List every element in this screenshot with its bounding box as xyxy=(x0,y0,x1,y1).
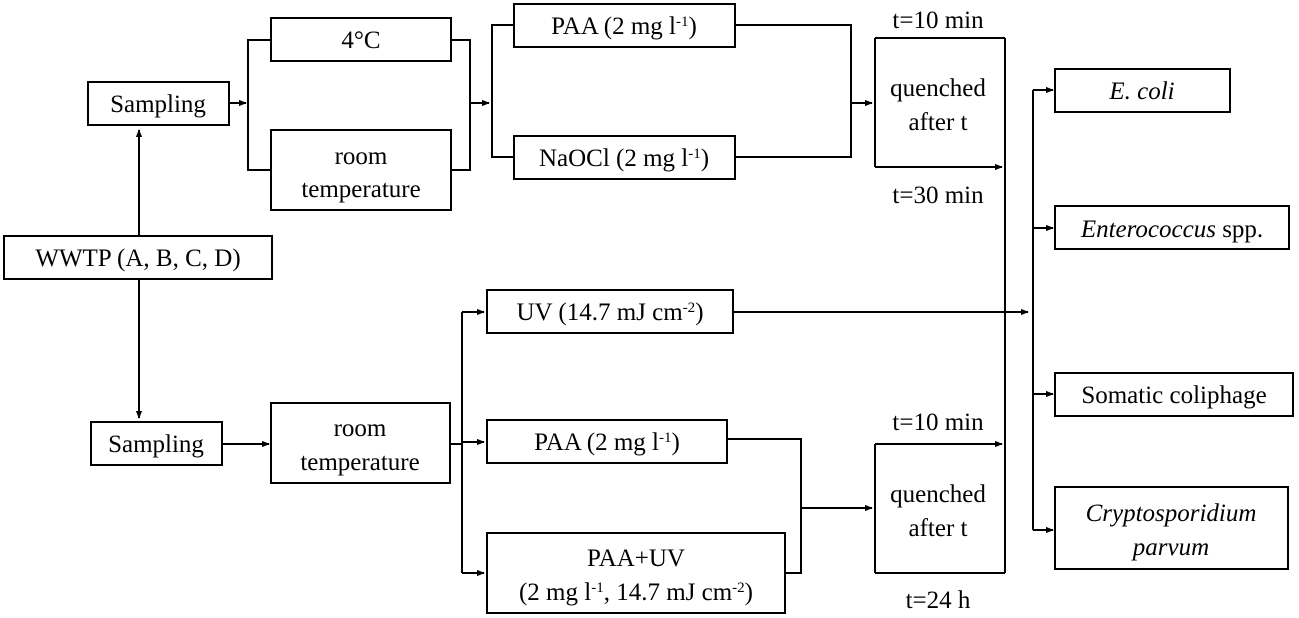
upper-cold-box xyxy=(270,17,452,62)
upper-sampling-label: Sampling xyxy=(110,91,206,118)
lower-room-box xyxy=(270,402,451,484)
lower-time-bottom: t=24 h xyxy=(906,587,971,614)
lower-room-label-line2: temperature xyxy=(300,449,419,476)
lower-sampling-label: Sampling xyxy=(108,431,204,458)
bracket-upper-disinfectant-merge xyxy=(735,24,852,158)
upper-quench-line2: after t xyxy=(909,109,968,136)
coliphage-label: Somatic coliphage xyxy=(1081,382,1266,409)
upper-naocl-label: NaOCl (2 mg l-1) xyxy=(539,145,709,172)
labels: WWTP (A, B, C, D) Sampling 4°C room temp… xyxy=(35,7,1266,614)
enterococcus-box xyxy=(1054,205,1290,250)
bracket-lower-merge xyxy=(727,438,802,574)
lower-quench-line2: after t xyxy=(909,515,968,542)
upper-cold-label: 4°C xyxy=(341,27,380,54)
lower-room-label-line1: room xyxy=(334,415,387,442)
paauv-box xyxy=(486,532,786,614)
paauv-label-line1: PAA+UV xyxy=(587,545,685,572)
paauv-label-line2: (2 mg l-1, 14.7 mJ cm-2) xyxy=(519,579,753,606)
wwtp-box xyxy=(3,235,273,280)
boxes xyxy=(3,3,1294,614)
bracket-upper-temp-merge xyxy=(451,39,471,171)
wwtp-label: WWTP (A, B, C, D) xyxy=(35,245,240,272)
upper-room-label-line2: temperature xyxy=(301,176,420,203)
upper-time-bottom: t=30 min xyxy=(892,182,984,209)
coliphage-box xyxy=(1054,372,1294,417)
lower-paa-label: PAA (2 mg l-1) xyxy=(534,429,680,456)
upper-paa-label: PAA (2 mg l-1) xyxy=(551,13,697,40)
enterococcus-label: Enterococcus spp. xyxy=(1080,216,1263,243)
upper-room-box xyxy=(270,129,452,211)
upper-room-label-line1: room xyxy=(335,143,388,170)
cryptosporidium-box xyxy=(1054,486,1289,570)
uv-label: UV (14.7 mJ cm-2) xyxy=(516,299,703,326)
upper-paa-box xyxy=(513,3,736,48)
cryptosporidium-label-line1: Cryptosporidium xyxy=(1086,500,1257,527)
ecoli-label: E. coli xyxy=(1108,78,1174,105)
cryptosporidium-label-line2: parvum xyxy=(1131,534,1209,561)
lower-time-top: t=10 min xyxy=(892,409,984,436)
lower-quench-line1: quenched xyxy=(890,481,986,508)
upper-sampling-box xyxy=(87,81,230,126)
lower-sampling-box xyxy=(90,421,223,466)
upper-time-top: t=10 min xyxy=(892,7,984,34)
ecoli-box xyxy=(1054,68,1231,113)
uv-box xyxy=(486,289,734,334)
upper-quench-line1: quenched xyxy=(890,75,986,102)
bracket-upper-temp-split xyxy=(247,39,271,171)
connectors xyxy=(135,24,1054,577)
bracket-upper-disinfectant-split xyxy=(491,24,514,158)
upper-naocl-box xyxy=(513,135,736,180)
lower-paa-box xyxy=(486,419,728,464)
